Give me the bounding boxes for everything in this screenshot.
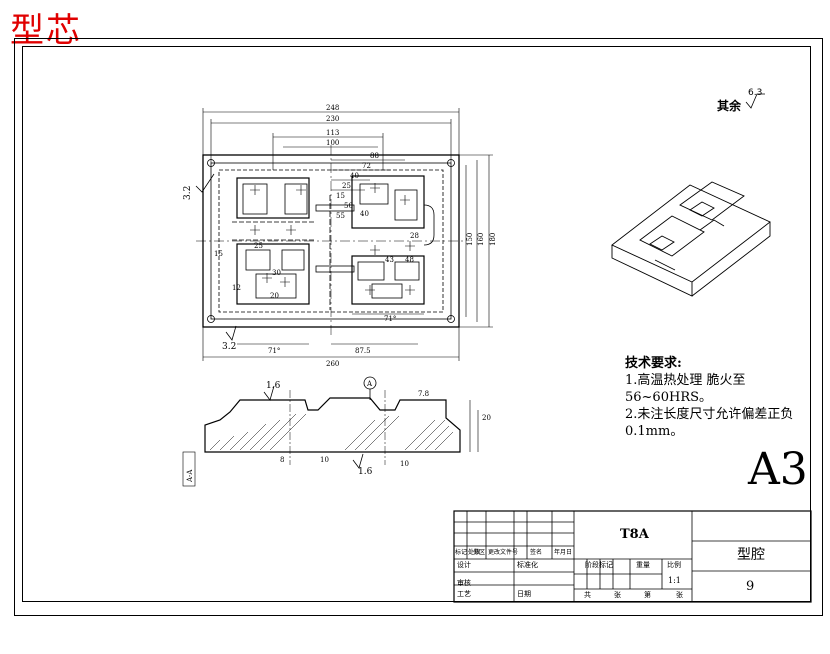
material-label: T8A — [620, 527, 649, 542]
tb-review-label: 审核 — [457, 579, 471, 587]
tb-total-label: 共 — [584, 591, 591, 599]
tb-sheet-unit-1: 张 — [614, 591, 621, 599]
dim-top-8: 15 — [336, 192, 345, 200]
dim-inner-2: 25 — [254, 242, 263, 250]
part-name: 型腔 — [737, 547, 765, 563]
tb-header-date: 年月日 — [554, 549, 573, 556]
sec-roughness-2: 1.6 — [358, 467, 373, 477]
dim-top-7: 25 — [342, 182, 351, 190]
drawing-number: 9 — [746, 579, 755, 594]
sec-dim-2: 7.8 — [418, 390, 429, 398]
dim-inner-0: 12 — [232, 284, 241, 292]
tech-req-line: 0.1mm。 — [625, 424, 684, 439]
dim-inner-5: 40 — [360, 210, 369, 218]
dim-top-1: 230 — [326, 115, 339, 123]
dim-inner-6: 48 — [405, 256, 414, 264]
dim-top-10: 55 — [336, 212, 345, 220]
dim-top-4: 88 — [370, 152, 379, 160]
top-dimensions — [202, 108, 460, 191]
plan-view — [196, 145, 466, 335]
dim-top-5: 72 — [362, 162, 371, 170]
tb-scale-label: 比例 — [667, 561, 681, 569]
tb-sheet-unit-2: 张 — [676, 591, 683, 599]
sec-dim-3: 10 — [400, 460, 409, 468]
tb-header-mark: 标记 — [455, 549, 468, 556]
tb-design-label: 设计 — [457, 561, 471, 569]
dim-top-0: 248 — [326, 104, 339, 112]
dim-inner-7: 28 — [410, 232, 419, 240]
dim-inner-4: 43 — [385, 256, 394, 264]
tb-standardization-label: 标准化 — [517, 561, 538, 569]
remaining-roughness-value: 6.3 — [748, 88, 763, 98]
dim-bottom-0: 71° — [268, 347, 280, 355]
section-side-label: A-A — [186, 469, 194, 483]
tech-req-title: 技术要求: — [625, 356, 682, 371]
roughness-bottom: 3.2 — [222, 342, 236, 352]
dim-inner-8: 15 — [214, 250, 223, 258]
tb-header-zone: 分区 — [473, 549, 486, 556]
dim-bottom-3: 71° — [384, 315, 396, 323]
sheet-format: A3 — [748, 444, 808, 495]
sec-dim-6: 20 — [482, 414, 491, 422]
dimension-labels: 248 230 113 100 88 72 40 25 15 50 55 71°… — [183, 104, 497, 483]
technical-requirements: 技术要求: 1.高温热处理 脆火至 56~60HRS。 2.未注长度尺寸允许偏差… — [625, 355, 793, 440]
sec-roughness-1: 1.6 — [266, 381, 281, 391]
tb-page-label: 第 — [644, 591, 651, 599]
dim-bottom-2: 260 — [326, 360, 339, 368]
remaining-surface-label: 其余 — [717, 99, 742, 113]
tb-scale-value: 1:1 — [668, 576, 681, 585]
tb-header-count: 处数 — [468, 549, 481, 556]
dim-top-6: 40 — [350, 172, 359, 180]
right-dimensions — [459, 154, 493, 328]
isometric-view — [611, 181, 771, 297]
section-view — [182, 376, 479, 487]
bottom-dimensions — [202, 313, 460, 361]
corner-title: 型芯 — [10, 11, 82, 51]
dim-inner-3: 20 — [270, 292, 279, 300]
tb-date-label: 日期 — [517, 590, 531, 598]
sec-dim-4: 8 — [280, 456, 284, 464]
tech-req-line: 1.高温热处理 脆火至 — [625, 373, 746, 388]
dim-inner-1: 30 — [272, 269, 281, 277]
tech-req-line: 56~60HRS。 — [625, 390, 713, 405]
sec-dim-5: 10 — [320, 456, 329, 464]
dim-right-2: 180 — [489, 233, 497, 246]
tb-stage-mark-label: 阶段标记 — [585, 561, 613, 569]
drawing-border-outer — [14, 38, 823, 616]
dim-right-1: 160 — [477, 233, 485, 246]
section-marker: A — [366, 380, 373, 388]
dim-bottom-1: 87.5 — [355, 347, 371, 355]
dim-top-9: 50 — [344, 202, 353, 210]
title-block-grid — [453, 510, 812, 603]
tb-weight-label: 重量 — [636, 561, 650, 569]
dim-top-2: 113 — [326, 129, 339, 137]
tech-req-line: 2.未注长度尺寸允许偏差正负 — [625, 407, 794, 422]
dim-top-3: 100 — [326, 139, 339, 147]
drawing-border-inner — [22, 46, 811, 602]
tb-header-change-doc: 更改文件号 — [488, 549, 519, 556]
dim-right-0: 150 — [466, 233, 474, 246]
roughness-left: 3.2 — [183, 186, 193, 200]
tb-header-signature: 签名 — [530, 549, 543, 556]
tb-process-label: 工艺 — [457, 590, 471, 598]
